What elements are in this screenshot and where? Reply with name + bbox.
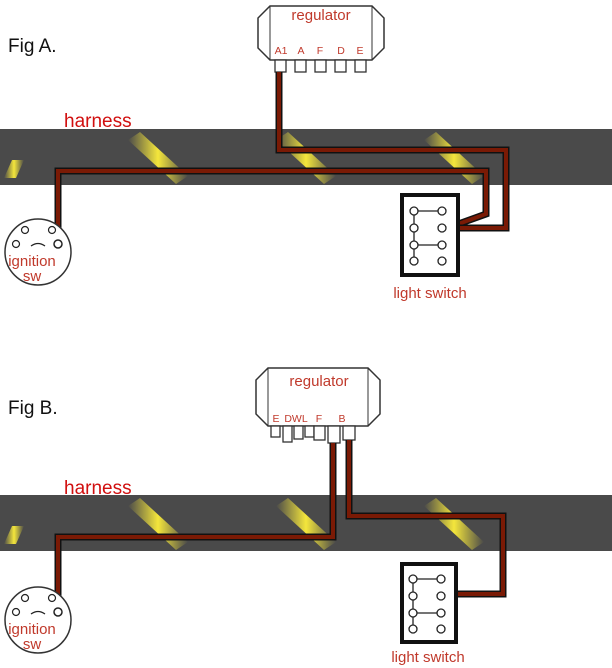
- regulator-title: regulator: [291, 7, 350, 24]
- terminal-label: E: [356, 45, 363, 57]
- fig-b: Fig B. harness regulator E DWL F B: [0, 367, 612, 666]
- fig-a-light-switch: light switch: [393, 193, 467, 302]
- fig-a-wires: [54, 72, 510, 240]
- ignition-terminal: [20, 225, 30, 235]
- light-switch-label: light switch: [393, 285, 466, 302]
- terminal-label: F: [317, 45, 323, 57]
- fig-b-harness: [0, 495, 612, 551]
- ignition-terminal: [11, 239, 21, 249]
- regulator-terminal: [270, 425, 281, 438]
- terminal-label: B: [338, 413, 345, 425]
- fig-a-harness-label: harness: [64, 111, 132, 132]
- regulator-terminal: [293, 425, 304, 440]
- ignition-terminal: [53, 239, 63, 249]
- regulator-terminal: [334, 59, 347, 73]
- harness-stripe: [4, 526, 24, 544]
- fig-b-harness-label: harness: [64, 478, 132, 499]
- ignition-terminal: [53, 607, 63, 617]
- fig-b-wires: [54, 440, 507, 610]
- harness-stripe: [424, 498, 484, 550]
- ignition-switch-body: [4, 218, 72, 286]
- fig-b-regulator: regulator E DWL F B: [255, 367, 381, 444]
- ignition-label-line2: sw: [23, 636, 42, 653]
- regulator-terminal: [314, 59, 327, 73]
- ignition-switch-body: [4, 586, 72, 654]
- ignition-terminal: [47, 225, 57, 235]
- fig-b-light-switch: light switch: [391, 562, 465, 666]
- regulator-terminal: [304, 425, 315, 438]
- terminal-label: A1: [275, 45, 288, 57]
- fig-a-harness: [0, 129, 612, 185]
- regulator-terminal: [354, 59, 367, 73]
- regulator-terminal: [294, 59, 307, 73]
- ignition-terminal: [20, 593, 30, 603]
- fig-a-regulator: regulator A1 A F D E: [257, 5, 385, 73]
- fig-a-title: Fig A.: [8, 36, 57, 57]
- fig-a: Fig A. harness regulator A1 A F D E: [0, 5, 612, 302]
- light-switch-label: light switch: [391, 649, 464, 666]
- terminal-label: A: [297, 45, 304, 57]
- regulator-terminal: [282, 425, 293, 443]
- ignition-label-line2: sw: [23, 268, 42, 285]
- ignition-label-line1: ignition: [8, 621, 56, 638]
- regulator-terminal: [342, 425, 356, 441]
- ignition-label-line1: ignition: [8, 253, 56, 270]
- fig-b-ignition-switch: ignition sw: [4, 586, 72, 654]
- regulator-terminal: [313, 425, 326, 441]
- ignition-terminal: [47, 593, 57, 603]
- regulator-terminal: [327, 425, 341, 444]
- terminal-label: F: [316, 413, 322, 425]
- regulator-title: regulator: [289, 373, 348, 390]
- light-switch-body: [400, 562, 458, 644]
- fig-a-ignition-switch: ignition sw: [4, 218, 72, 286]
- terminal-label: D: [337, 45, 345, 57]
- harness-stripe: [4, 160, 24, 178]
- terminal-label: E: [272, 413, 279, 425]
- regulator-terminal: [274, 59, 287, 73]
- ignition-terminal: [11, 607, 21, 617]
- terminal-label: DWL: [284, 413, 307, 425]
- fig-b-title: Fig B.: [8, 398, 58, 419]
